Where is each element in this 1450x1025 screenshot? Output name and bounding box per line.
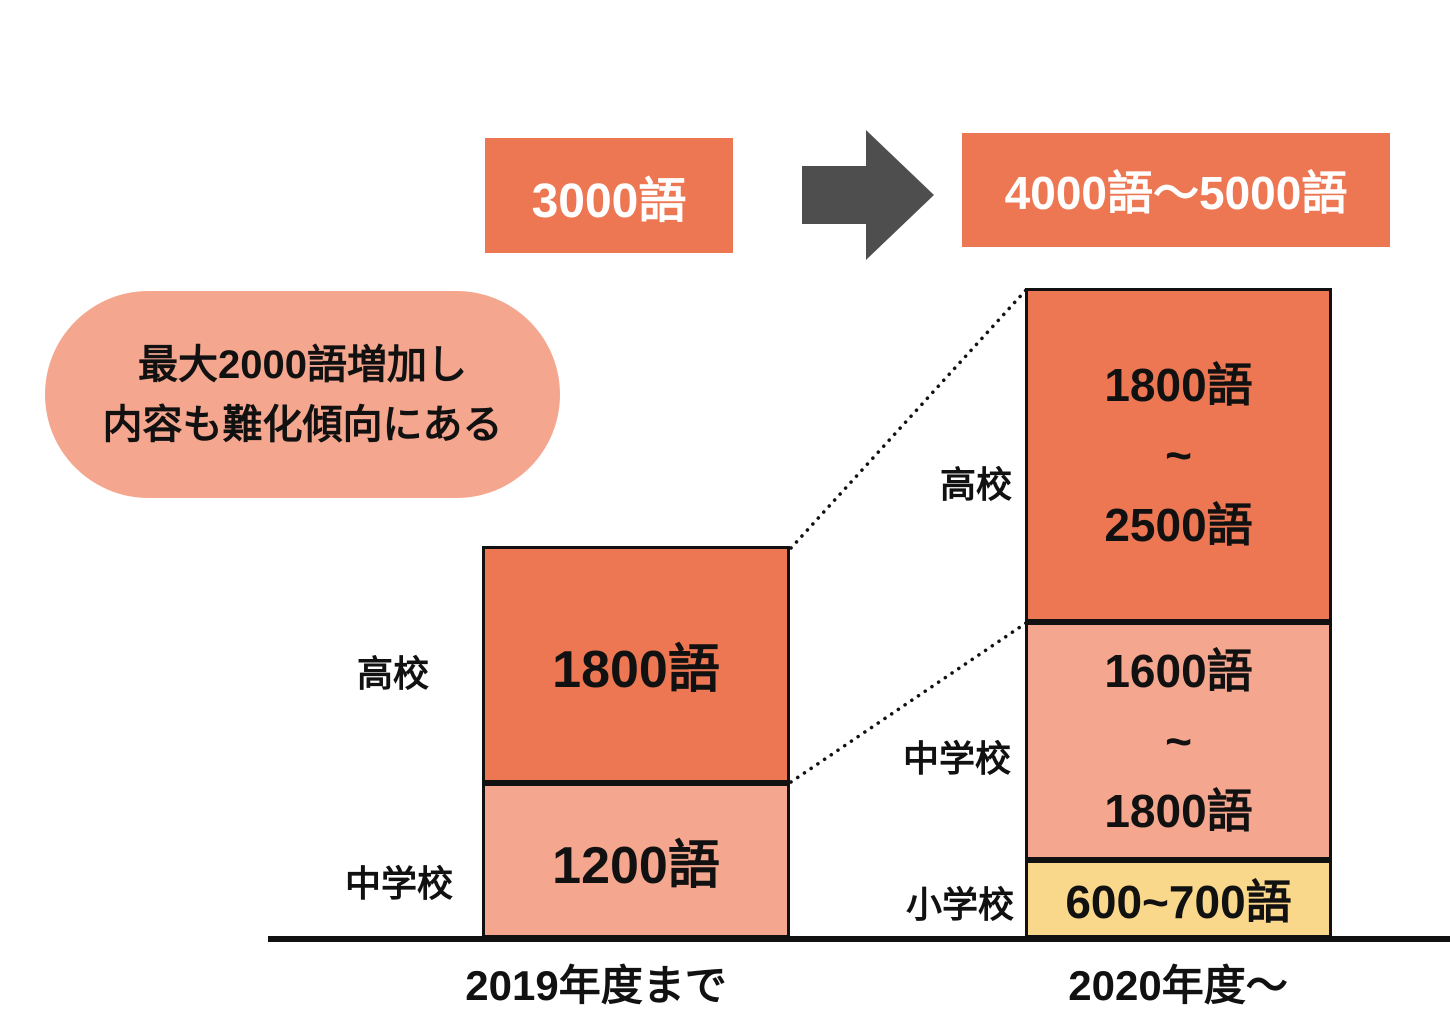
bar-2020-highschool-value-min: 1800語 [1104, 359, 1253, 411]
callout-bubble: 最大2000語増加し 内容も難化傾向にある [45, 291, 560, 498]
label-2019-juniorhigh: 中学校 [345, 863, 454, 904]
bar-2020-juniorhigh-value-max: 1800語 [1104, 785, 1253, 837]
axis-label-2020: 2020年度〜 [1068, 962, 1288, 1009]
callout-line-2: 内容も難化傾向にある [102, 402, 503, 447]
axis-label-2019: 2019年度まで [465, 962, 727, 1009]
total-after-label: 4000語〜5000語 [1004, 167, 1348, 219]
bar-2020-highschool-segment: 1800語 ~ 2500語 [1025, 288, 1332, 622]
bar-2020-juniorhigh-range-tilde: ~ [1165, 715, 1192, 767]
bar-2019-highschool-value: 1800語 [552, 641, 720, 699]
label-2019-highschool: 高校 [357, 653, 430, 694]
bar-2020-juniorhigh-value-min: 1600語 [1104, 645, 1253, 697]
bar-2020-elementary-value: 600~700語 [1065, 876, 1292, 928]
total-before-label: 3000語 [531, 174, 687, 228]
right-arrow-icon [802, 130, 934, 260]
total-after-box: 4000語〜5000語 [962, 133, 1390, 247]
label-2020-elementary: 小学校 [906, 884, 1015, 925]
bar-2020-elementary-segment: 600~700語 [1025, 860, 1332, 938]
bar-2020-juniorhigh-segment: 1600語 ~ 1800語 [1025, 622, 1332, 860]
connector-top-dotted-line [789, 288, 1028, 550]
bar-2020-highschool-range-tilde: ~ [1165, 429, 1192, 481]
x-axis-baseline [268, 936, 1450, 942]
bar-2020-highschool-value-max: 2500語 [1104, 499, 1253, 551]
label-2020-highschool: 高校 [940, 464, 1013, 505]
bar-2019-highschool-segment: 1800語 [482, 546, 790, 783]
callout-line-1: 最大2000語増加し [138, 342, 467, 387]
bar-2019-juniorhigh-segment: 1200語 [482, 783, 790, 938]
total-before-box: 3000語 [485, 138, 733, 253]
label-2020-juniorhigh: 中学校 [903, 738, 1012, 779]
bar-2019-juniorhigh-value: 1200語 [552, 837, 720, 895]
